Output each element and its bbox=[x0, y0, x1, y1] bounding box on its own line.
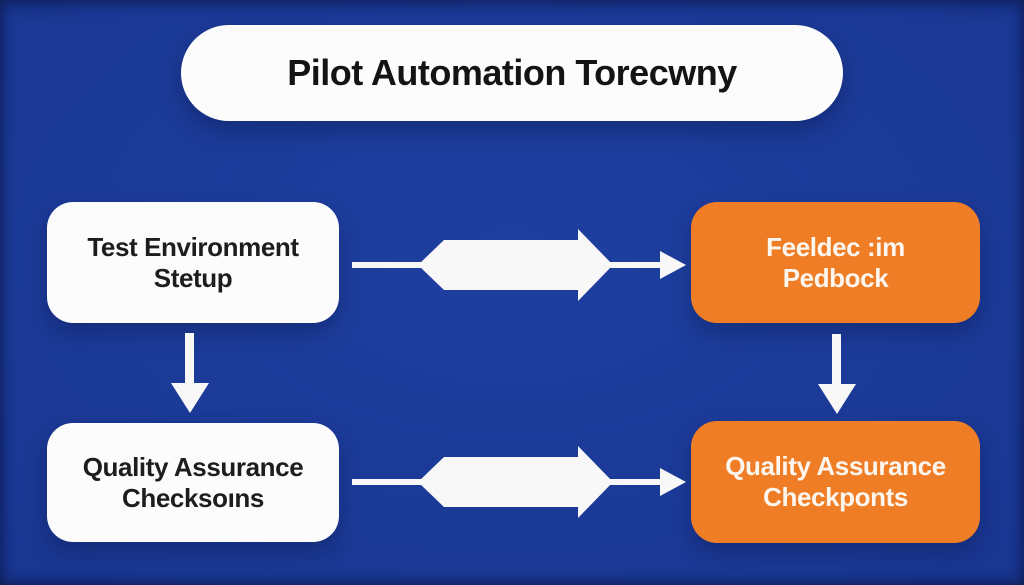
diagram-title-pill: Pilot Automation Torecwny bbox=[181, 25, 843, 121]
node-test-environment-setup: Test Environment Stetup bbox=[47, 202, 339, 323]
node-label-line: Checkponts bbox=[763, 482, 908, 512]
node-feedback-loop: Feeldec :im Pedbock bbox=[691, 202, 980, 323]
node-label-line: Checksoıns bbox=[122, 482, 264, 513]
right-block-arrow-icon bbox=[352, 229, 686, 301]
diagram-title: Pilot Automation Torecwny bbox=[287, 52, 737, 93]
node-label-line: Quality Assurance bbox=[82, 451, 304, 482]
node-label-line: Feeldec :im bbox=[766, 231, 905, 262]
down-arrow-icon bbox=[171, 333, 209, 413]
node-label-line: Test Environment bbox=[87, 231, 299, 262]
node-label-line: Quality Assurance bbox=[725, 451, 946, 482]
node-qa-checkpoints-source: Quality Assurance Checksoıns bbox=[47, 423, 339, 542]
right-block-arrow-icon bbox=[352, 446, 686, 518]
node-qa-checkpoints-target: Quality Assurance Checkponts bbox=[691, 421, 980, 543]
node-label-line: Stetup bbox=[153, 262, 233, 293]
node-label-line: Pedbock bbox=[782, 262, 889, 293]
down-arrow-icon bbox=[818, 334, 856, 414]
